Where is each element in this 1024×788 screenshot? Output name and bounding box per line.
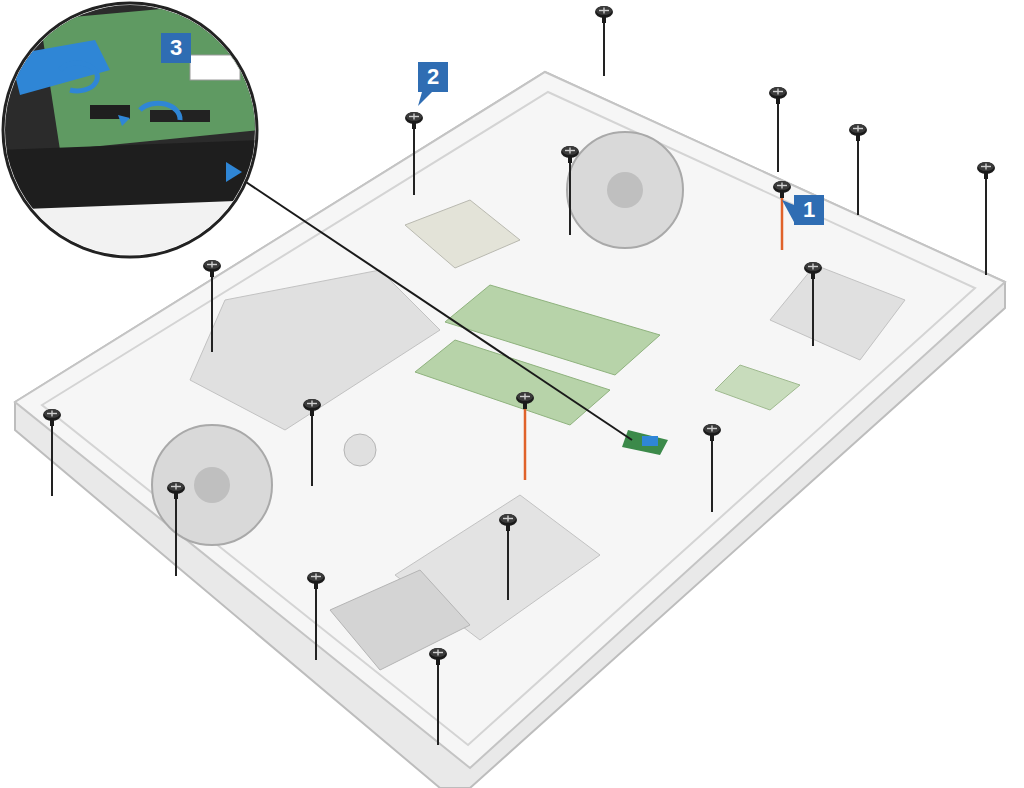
- callout-number: 3: [161, 33, 191, 63]
- callout-number: 1: [794, 195, 824, 225]
- callout-number: 2: [418, 62, 448, 92]
